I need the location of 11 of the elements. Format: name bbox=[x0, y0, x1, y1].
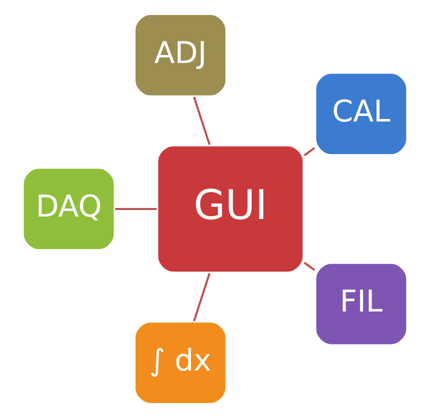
connector bbox=[304, 147, 316, 156]
node-box: CAL bbox=[314, 71, 409, 157]
connector bbox=[193, 273, 210, 322]
connector bbox=[193, 96, 210, 145]
connector bbox=[115, 208, 157, 210]
node-box: FIL bbox=[314, 261, 409, 347]
node-box: DAQ bbox=[21, 166, 116, 252]
connector bbox=[304, 262, 316, 271]
node-box: ∫ dx bbox=[132, 320, 228, 406]
node-box: ADJ bbox=[132, 12, 228, 98]
node-box: GUI bbox=[156, 144, 306, 274]
